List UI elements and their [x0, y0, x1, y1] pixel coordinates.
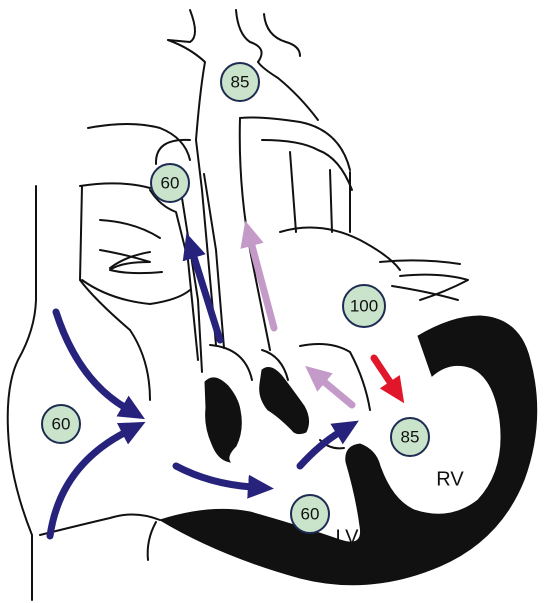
badge-right-ventricle: 85	[390, 417, 430, 457]
badge-right-atrium-value: 60	[52, 414, 71, 433]
vena-cava-outline	[6, 185, 161, 601]
badge-right-atrium: 60	[41, 404, 81, 444]
arrow-oxygenated-la-to-rv	[370, 354, 405, 404]
left-atrium-outline	[209, 226, 469, 411]
badge-left-atrium: 100	[342, 284, 386, 328]
pulmonary-veins-right	[79, 123, 191, 305]
valve-leaflets	[204, 367, 310, 463]
label-rv: RV	[436, 468, 464, 490]
badge-right-ventricle-value: 85	[401, 427, 420, 446]
badge-aorta-value: 85	[231, 72, 250, 91]
badge-pulmonary-artery: 60	[150, 163, 190, 203]
aorta-outline	[167, 9, 353, 351]
arrow-lv-to-pa	[182, 233, 224, 344]
pulmonary-artery-outline	[149, 138, 225, 373]
arrow-ivc-to-ra	[46, 421, 146, 540]
badge-left-ventricle: 60	[290, 494, 330, 534]
arrow-ra-to-lv	[172, 462, 274, 499]
badge-left-ventricle-value: 60	[301, 504, 320, 523]
flow-arrows	[46, 220, 405, 540]
arrow-mixed-la	[305, 365, 356, 409]
badge-aorta: 85	[220, 62, 260, 102]
label-lv: LV	[336, 526, 360, 548]
badge-left-atrium-value: 100	[350, 296, 378, 315]
arrow-lv-to-la	[296, 420, 359, 470]
badge-pulmonary-artery-value: 60	[161, 173, 180, 192]
arrow-mixed-aorta	[240, 220, 278, 332]
arrow-svc-to-ra	[52, 308, 145, 420]
